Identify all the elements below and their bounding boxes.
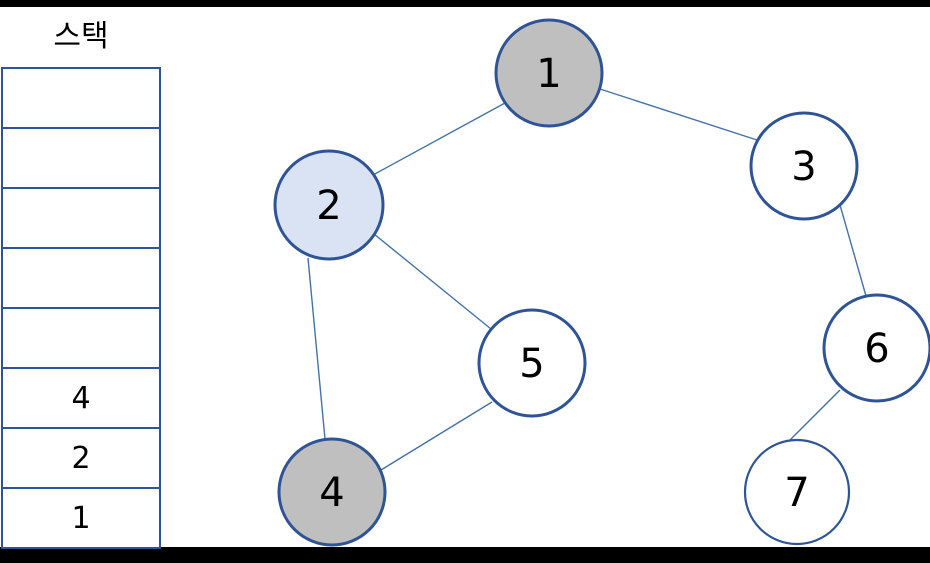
node-circle-4[interactable] <box>277 437 387 547</box>
stack-row: 4 <box>1 367 161 429</box>
node-label-6: 6 <box>864 326 889 372</box>
node-label-2: 2 <box>316 183 341 229</box>
graph-node-5[interactable]: 5 <box>477 308 587 418</box>
graph-node-2[interactable]: 2 <box>273 149 385 261</box>
stack-cell-empty[interactable] <box>1 307 161 369</box>
stack-cell-empty[interactable] <box>1 67 161 129</box>
node-circle-1[interactable] <box>494 18 604 128</box>
stack-row <box>1 247 161 309</box>
graph-edge-n2-n5 <box>373 233 492 330</box>
graph-node-7[interactable]: 7 <box>743 438 851 546</box>
node-label-5: 5 <box>519 341 544 387</box>
graph-edge-n3-n6 <box>839 204 867 297</box>
graph-edge-n1-n3 <box>599 88 761 142</box>
stack-row <box>1 307 161 369</box>
node-label-7: 7 <box>784 470 809 516</box>
node-circle-3[interactable] <box>749 111 859 221</box>
graph-edge-n6-n7 <box>789 389 841 441</box>
graph-edge-n2-n4 <box>307 257 326 440</box>
node-circle-2[interactable] <box>273 149 385 261</box>
graph-node-6[interactable]: 6 <box>822 293 930 403</box>
node-circle-5[interactable] <box>477 308 587 418</box>
stack-cell-empty[interactable] <box>1 187 161 249</box>
edge-layer <box>307 88 867 471</box>
node-label-1: 1 <box>536 51 561 97</box>
stack-cell-empty[interactable] <box>1 247 161 309</box>
stack-cell-empty[interactable] <box>1 127 161 189</box>
stack-row <box>1 67 161 129</box>
graph-node-3[interactable]: 3 <box>749 111 859 221</box>
node-circle-7[interactable] <box>743 438 851 546</box>
stack-cell-filled[interactable]: 1 <box>1 487 161 549</box>
graph-edge-n4-n5 <box>380 401 493 471</box>
stack-cell-filled[interactable]: 2 <box>1 427 161 489</box>
graph-node-1[interactable]: 1 <box>494 18 604 128</box>
node-circle-6[interactable] <box>822 293 930 403</box>
graph-svg: 1 2 3 4 5 6 7 <box>273 18 930 547</box>
graph-node-4[interactable]: 4 <box>277 437 387 547</box>
node-label-4: 4 <box>319 470 344 516</box>
stack-cell-filled[interactable]: 4 <box>1 367 161 429</box>
stack-row <box>1 187 161 249</box>
node-layer: 1 2 3 4 5 6 7 <box>273 18 930 547</box>
stack-row <box>1 127 161 189</box>
stack-row: 1 <box>1 487 161 549</box>
stack-title: 스택 <box>53 19 109 54</box>
stack-row: 2 <box>1 427 161 489</box>
graph-edge-n1-n2 <box>372 102 506 176</box>
node-label-3: 3 <box>791 144 816 190</box>
